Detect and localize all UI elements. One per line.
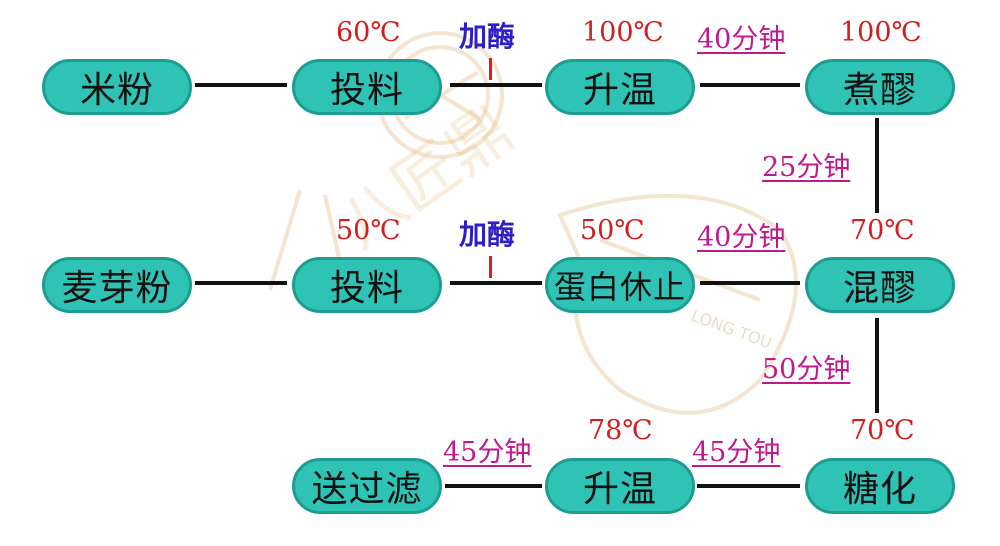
node-protein-rest: 蛋白休止 — [545, 257, 695, 313]
node-heat-final: 升温 — [545, 458, 695, 514]
node-saccharify: 糖化 — [805, 458, 955, 514]
node-to-filter: 送过滤 — [292, 458, 442, 514]
connector — [450, 83, 542, 87]
add-enzyme-label-2: 加酶 — [459, 218, 516, 251]
connector — [700, 281, 800, 285]
connector — [195, 83, 287, 87]
duration-heat-final: 45分钟 — [443, 437, 532, 468]
temp-rice-heat: 100℃ — [582, 17, 664, 48]
node-rice-heat: 升温 — [545, 59, 695, 115]
temp-saccharify: 70℃ — [850, 415, 915, 446]
connector — [697, 484, 800, 488]
temp-malt-feed: 50℃ — [336, 215, 401, 246]
connector — [700, 83, 800, 87]
temp-heat-final: 78℃ — [588, 415, 653, 446]
add-enzyme-label-1: 加酶 — [459, 20, 516, 53]
connector — [875, 318, 879, 413]
temp-cook-mash: 100℃ — [840, 17, 922, 48]
temp-protein-rest: 50℃ — [580, 215, 645, 246]
enzyme-marker — [489, 58, 492, 80]
duration-protein-rest: 40分钟 — [697, 222, 786, 253]
connector — [195, 281, 287, 285]
node-malt-flour: 麦芽粉 — [42, 257, 192, 313]
connector — [445, 484, 542, 488]
enzyme-marker — [489, 256, 492, 278]
node-malt-feed: 投料 — [292, 257, 442, 313]
duration-mix: 50分钟 — [762, 354, 851, 385]
node-mix-mash: 混醪 — [805, 257, 955, 313]
duration-cook: 25分钟 — [762, 152, 851, 183]
duration-rice-heat: 40分钟 — [697, 24, 786, 55]
duration-saccharify: 45分钟 — [692, 437, 781, 468]
node-rice-feed: 投料 — [292, 59, 442, 115]
watermark-brand: LONG TOU — [689, 306, 775, 353]
connector — [450, 281, 542, 285]
temp-mix-mash: 70℃ — [850, 215, 915, 246]
node-rice-flour: 米粉 — [42, 59, 192, 115]
temp-rice-feed: 60℃ — [336, 17, 401, 48]
node-cook-mash: 煮醪 — [805, 59, 955, 115]
connector — [875, 118, 879, 213]
